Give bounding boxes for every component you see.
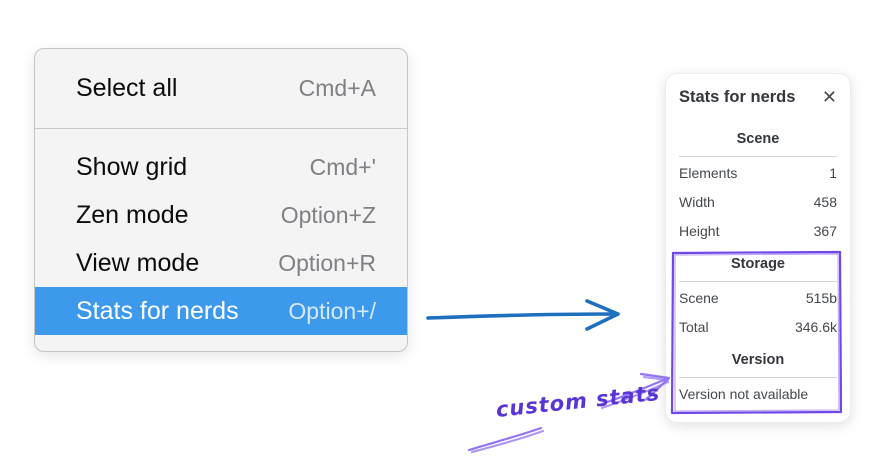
menu-item-label: Stats for nerds — [76, 296, 239, 325]
stat-row-total-storage: Total 346.6k — [679, 313, 837, 342]
stat-value: 346.6k — [794, 319, 837, 335]
scene-section-heading: Scene — [736, 131, 780, 147]
menu-item-shortcut: Cmd+A — [298, 75, 376, 101]
menu-item-zen-mode[interactable]: Zen mode Option+Z — [35, 191, 407, 239]
stats-panel: Stats for nerds ✕ Scene Elements 1 Width… — [665, 73, 851, 423]
annotation-text: custom stats — [494, 380, 662, 422]
stat-label: Total — [679, 319, 709, 335]
menu-item-label: Zen mode — [76, 200, 189, 229]
context-menu: Select all Cmd+A Show grid Cmd+' Zen mod… — [34, 48, 408, 352]
menu-item-label: Show grid — [76, 152, 188, 181]
divider — [679, 156, 837, 157]
version-section-heading: Version — [731, 352, 785, 368]
menu-item-label: Select all — [76, 74, 178, 102]
menu-item-shortcut: Option+/ — [288, 297, 376, 324]
menu-item-label: View mode — [76, 248, 200, 277]
stat-value: 1 — [829, 165, 837, 181]
stat-label: Scene — [679, 290, 719, 306]
menu-group: Show grid Cmd+' Zen mode Option+Z View m… — [35, 129, 407, 335]
menu-item-stats-for-nerds[interactable]: Stats for nerds Option+/ — [35, 287, 407, 335]
stat-row-scene-storage: Scene 515b — [679, 284, 837, 313]
stats-panel-title: Stats for nerds — [679, 87, 796, 106]
divider — [679, 377, 837, 378]
storage-rows: Scene 515b Total 346.6k — [679, 284, 837, 342]
stat-label: Height — [679, 223, 720, 239]
stat-row-height: Height 367 — [679, 217, 837, 246]
menu-item-shortcut: Option+R — [278, 249, 376, 276]
stat-label: Elements — [679, 165, 738, 181]
stat-row-elements: Elements 1 — [679, 159, 837, 188]
storage-section-heading: Storage — [731, 256, 785, 272]
menu-item-view-mode[interactable]: View mode Option+R — [35, 239, 407, 287]
scene-rows: Elements 1 Width 458 Height 367 — [679, 159, 837, 246]
stat-value: 367 — [813, 223, 837, 239]
stat-row-width: Width 458 — [679, 188, 837, 217]
menu-item-shortcut: Option+Z — [280, 201, 376, 228]
stats-panel-header: Stats for nerds ✕ — [679, 86, 837, 108]
version-note: Version not available — [679, 386, 809, 402]
menu-item-shortcut: Cmd+' — [309, 153, 376, 180]
stat-value: 458 — [813, 194, 837, 210]
stat-value: 515b — [805, 290, 837, 306]
stat-label: Width — [679, 194, 715, 210]
flow-arrow — [426, 299, 620, 331]
divider — [679, 281, 837, 282]
menu-item-select-all[interactable]: Select all Cmd+A — [35, 49, 407, 129]
close-icon[interactable]: ✕ — [821, 87, 837, 107]
menu-item-show-grid[interactable]: Show grid Cmd+' — [35, 143, 407, 191]
